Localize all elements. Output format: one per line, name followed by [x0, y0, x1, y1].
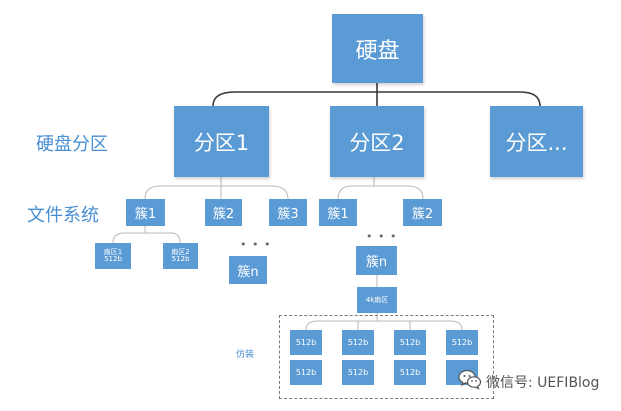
sector-4k-label: 4k扇区: [365, 296, 389, 304]
partition-1-box: 分区1: [174, 106, 269, 177]
sector-1-size: 512b: [104, 255, 122, 263]
sector-2-name: 扇区2: [171, 247, 190, 256]
partition-2-label: 分区2: [349, 130, 405, 155]
emulation-group-border: [279, 315, 494, 399]
emulated-sector-1: 512b: [290, 330, 322, 355]
sector-1-name: 扇区1: [103, 247, 123, 256]
p2-cluster-2-box: 簇2: [403, 199, 442, 226]
emulated-sector-6-label: 512b: [347, 368, 369, 377]
p1-cluster-1-label: 簇1: [134, 207, 157, 222]
emulated-sector-7: 512b: [394, 360, 426, 385]
partition-more-label: 分区...: [505, 130, 568, 155]
row-label-filesystem: 文件系统: [27, 205, 99, 226]
p1-cluster-1-box: 簇1: [126, 199, 165, 226]
emulated-sector-4-label: 512b: [451, 338, 473, 347]
p1-cluster-3-box: 簇3: [269, 199, 307, 226]
p1-cluster-2-box: 簇2: [205, 199, 242, 226]
emulated-sector-5: 512b: [290, 360, 322, 385]
sector-2-size: 512b: [171, 255, 190, 263]
emulated-sector-2-label: 512b: [347, 338, 369, 347]
watermark-text: 微信号: UEFIBlog: [486, 375, 600, 391]
emulated-sector-3: 512b: [394, 330, 426, 355]
emulated-sector-4: 512b: [446, 330, 478, 355]
p2-cluster-1-box: 簇1: [319, 199, 357, 226]
partition-2-box: 分区2: [330, 106, 424, 177]
root-disk-box: 硬盘: [332, 14, 423, 83]
emulated-sector-3-label: 512b: [399, 338, 421, 347]
p2-cluster-n-box: 簇n: [356, 246, 397, 275]
emulation-label: 仿装: [236, 350, 255, 360]
emulated-sector-2: 512b: [342, 330, 374, 355]
emulated-sector-1-label: 512b: [295, 338, 317, 347]
sector-4k-box: 4k扇区: [357, 287, 397, 313]
p1-ellipsis: • • •: [240, 238, 272, 251]
p2-cluster-n-label: 簇n: [365, 255, 388, 270]
emulated-sector-6: 512b: [342, 360, 374, 385]
row-label-partition: 硬盘分区: [36, 134, 108, 155]
p1-cluster-n-box: 簇n: [229, 256, 267, 284]
p2-cluster-1-label: 簇1: [327, 207, 349, 222]
p2-ellipsis: • • •: [366, 230, 398, 243]
p2-cluster-2-label: 簇2: [411, 207, 434, 222]
partition-1-label: 分区1: [193, 130, 250, 155]
emulated-sector-7-label: 512b: [399, 368, 421, 377]
root-disk-label: 硬盘: [355, 38, 400, 64]
p1-cluster-n-label: 簇n: [237, 264, 259, 280]
wechat-icon: [458, 369, 482, 390]
p1-cluster-3-label: 簇3: [277, 207, 299, 222]
sector-1-box: 扇区1 512b: [95, 243, 131, 269]
sector-2-box: 扇区2 512b: [163, 243, 198, 269]
emulated-sector-5-label: 512b: [295, 368, 317, 377]
partition-more-box: 分区...: [490, 106, 583, 177]
p1-cluster-2-label: 簇2: [212, 207, 235, 222]
